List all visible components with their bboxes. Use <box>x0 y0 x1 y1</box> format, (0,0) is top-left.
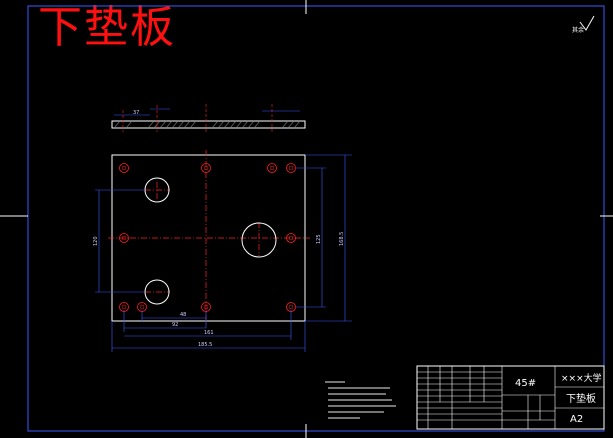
dim-161: 161 <box>204 330 214 336</box>
dim-125: 125 <box>316 234 322 244</box>
tb-material: 45# <box>515 378 536 389</box>
dim-92: 92 <box>172 322 178 328</box>
plan-view: 48 92 161 185.5 168.5 120 125 <box>93 150 352 352</box>
tb-school: ×××大学 <box>561 372 602 384</box>
dim-120: 120 <box>93 236 99 246</box>
dim-side-left: 37 <box>133 110 139 116</box>
hole-large-center <box>241 222 277 258</box>
dim-185: 185.5 <box>198 342 212 348</box>
drawing-title-overlay: 下垫板 <box>38 2 176 53</box>
tb-part-name: 下垫板 <box>566 392 596 405</box>
tb-drawing-size: A2 <box>570 414 583 425</box>
roughness-label: 其余 <box>572 26 584 34</box>
technical-notes <box>325 381 396 419</box>
dim-48: 48 <box>180 312 186 318</box>
title-block: 45# ×××大学 下垫板 A2 <box>416 365 605 430</box>
roughness-symbol: 其余 <box>572 15 595 34</box>
sheet-border <box>27 5 605 432</box>
section-view: 37 <box>111 104 306 132</box>
dim-168: 168.5 <box>339 232 345 246</box>
